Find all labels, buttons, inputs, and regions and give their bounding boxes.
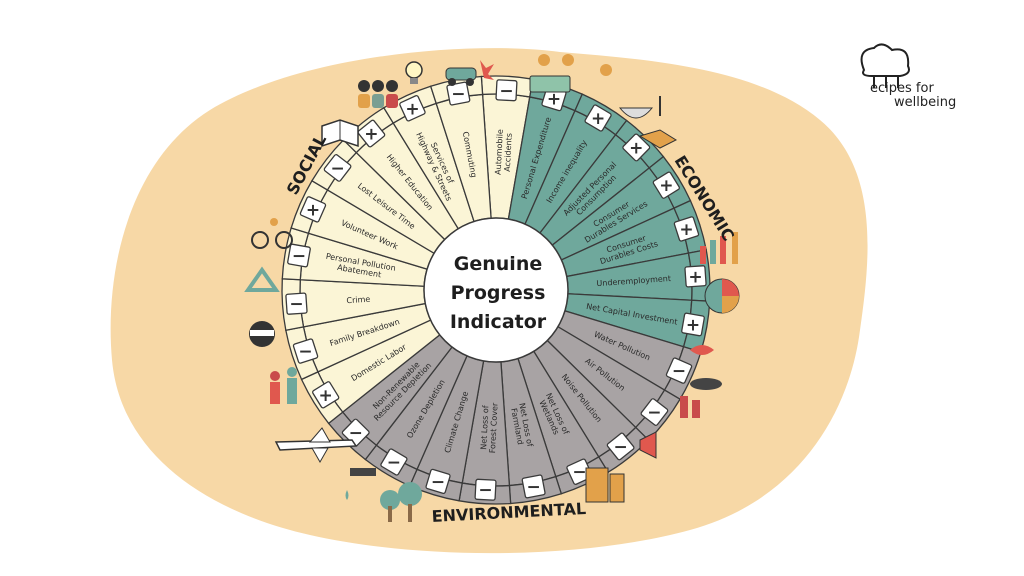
minus-icon: − xyxy=(499,81,513,101)
recycle-icon xyxy=(244,266,280,292)
lightbulb-icon xyxy=(405,61,423,84)
center-disc xyxy=(423,217,569,363)
minus-icon: − xyxy=(527,477,541,497)
plus-icon: + xyxy=(306,200,320,220)
minus-icon: − xyxy=(613,437,627,457)
logo-line-1: ecipes for xyxy=(870,81,934,96)
factory-smoke-icon xyxy=(680,378,722,418)
buildings-icon xyxy=(585,467,625,503)
minus-sign-box xyxy=(287,243,311,268)
wheel-segment: +ConsumerDurables Costs xyxy=(560,199,707,278)
minus-icon: − xyxy=(478,481,492,501)
minus-sign-box xyxy=(323,154,352,182)
segment-label: Crime xyxy=(346,295,370,306)
segment-label-line: Crime xyxy=(346,295,370,306)
plus-icon: + xyxy=(547,90,561,110)
minus-icon: − xyxy=(289,295,303,315)
minus-sign-box xyxy=(425,468,451,495)
plus-icon: + xyxy=(686,315,700,335)
car-crash-icon xyxy=(445,60,494,86)
minus-icon: − xyxy=(387,453,401,473)
minus-sign-box xyxy=(292,338,319,364)
food-bowl-icon xyxy=(618,96,661,119)
bar-chart-icon xyxy=(700,232,738,264)
plus-sign-box xyxy=(673,216,700,242)
minus-sign-box xyxy=(285,292,308,315)
plus-sign-box xyxy=(299,196,327,223)
minus-sign-box xyxy=(521,474,546,499)
icons-layer xyxy=(244,54,740,522)
center-title-line: Genuine xyxy=(453,253,543,275)
minus-icon: − xyxy=(349,424,363,444)
minus-sign-box xyxy=(606,432,635,461)
people-group-icon xyxy=(358,80,398,108)
center-title-line: Progress xyxy=(450,282,546,304)
plus-icon: + xyxy=(659,176,673,196)
book-icon xyxy=(321,119,359,148)
burglar-mask-icon xyxy=(249,321,275,347)
plus-sign-box xyxy=(584,104,612,132)
minus-sign-box xyxy=(665,357,693,384)
minus-icon: − xyxy=(572,463,586,483)
megaphone-icon xyxy=(639,431,657,459)
wheel-segment: −Net Loss ofFarmland xyxy=(500,357,563,505)
wheel-segment: +Services ofHighway & Streets xyxy=(382,85,475,230)
wheel-segment: − AutomobileAccidents xyxy=(480,75,534,220)
minus-sign-box xyxy=(474,478,497,501)
plus-icon: + xyxy=(629,138,643,158)
family-icon xyxy=(270,367,297,404)
plus-icon: + xyxy=(364,125,378,145)
plus-sign-box xyxy=(652,171,680,199)
fish-icon xyxy=(690,345,714,355)
minus-icon: − xyxy=(292,247,306,267)
plus-sign-box xyxy=(399,95,426,122)
minus-sign-box xyxy=(640,398,669,426)
handshake-icon xyxy=(638,129,678,149)
plus-icon: + xyxy=(405,99,419,119)
minus-icon: − xyxy=(298,342,312,362)
segment-label: Net Loss ofForest Cover xyxy=(479,401,500,453)
wheel-segment: −Water Pollution xyxy=(557,310,702,401)
plus-icon: + xyxy=(319,386,333,406)
segment-label-line: Automobile xyxy=(494,129,505,175)
wheel-segment: − Crime xyxy=(281,278,427,332)
segments-layer: −AutomobileAccidents+Personal Expenditur… xyxy=(281,75,711,505)
center-title: Genuine Progress Indicator xyxy=(438,250,558,337)
plus-sign-box xyxy=(357,119,386,148)
cyclist-icon xyxy=(251,218,293,249)
plus-icon: + xyxy=(688,267,702,287)
center-title-line: Indicator xyxy=(449,311,547,333)
plus-icon: + xyxy=(679,220,693,240)
minus-icon: − xyxy=(451,85,465,105)
faucet-drop-icon xyxy=(345,468,376,500)
minus-icon: − xyxy=(330,159,344,179)
minus-sign-box xyxy=(380,448,408,476)
plus-icon: + xyxy=(591,109,605,129)
chef-hat-logo-icon xyxy=(860,43,910,88)
segment-label-line: Net Loss of xyxy=(479,405,490,450)
plus-sign-box xyxy=(622,133,651,162)
minus-icon: − xyxy=(431,472,445,492)
wheel-segment: −Family Breakdown xyxy=(285,302,432,381)
logo-text: ecipes for wellbeing xyxy=(870,82,956,110)
wheel-segment: +Underemployment xyxy=(565,248,711,302)
airplane-icon xyxy=(274,427,358,464)
wheel-segment: − Net Loss ofForest Cover xyxy=(458,360,512,505)
minus-icon: − xyxy=(672,362,686,382)
plus-sign-box xyxy=(312,381,340,409)
wheel-segment: +Income inequality xyxy=(524,93,628,234)
segment-label: AutomobileAccidents xyxy=(494,129,514,176)
money-icon xyxy=(529,54,612,93)
segment-label-line: Accidents xyxy=(503,133,514,172)
plus-sign-box xyxy=(681,312,705,337)
plus-sign-box xyxy=(684,265,707,288)
trees-icon xyxy=(380,482,422,522)
minus-sign-box xyxy=(446,81,471,106)
pie-chart-icon xyxy=(704,278,740,314)
segment-label-line: Forest Cover xyxy=(488,402,500,454)
logo-line-2: wellbeing xyxy=(894,95,957,110)
minus-sign-box xyxy=(495,79,518,102)
minus-icon: − xyxy=(647,403,661,423)
